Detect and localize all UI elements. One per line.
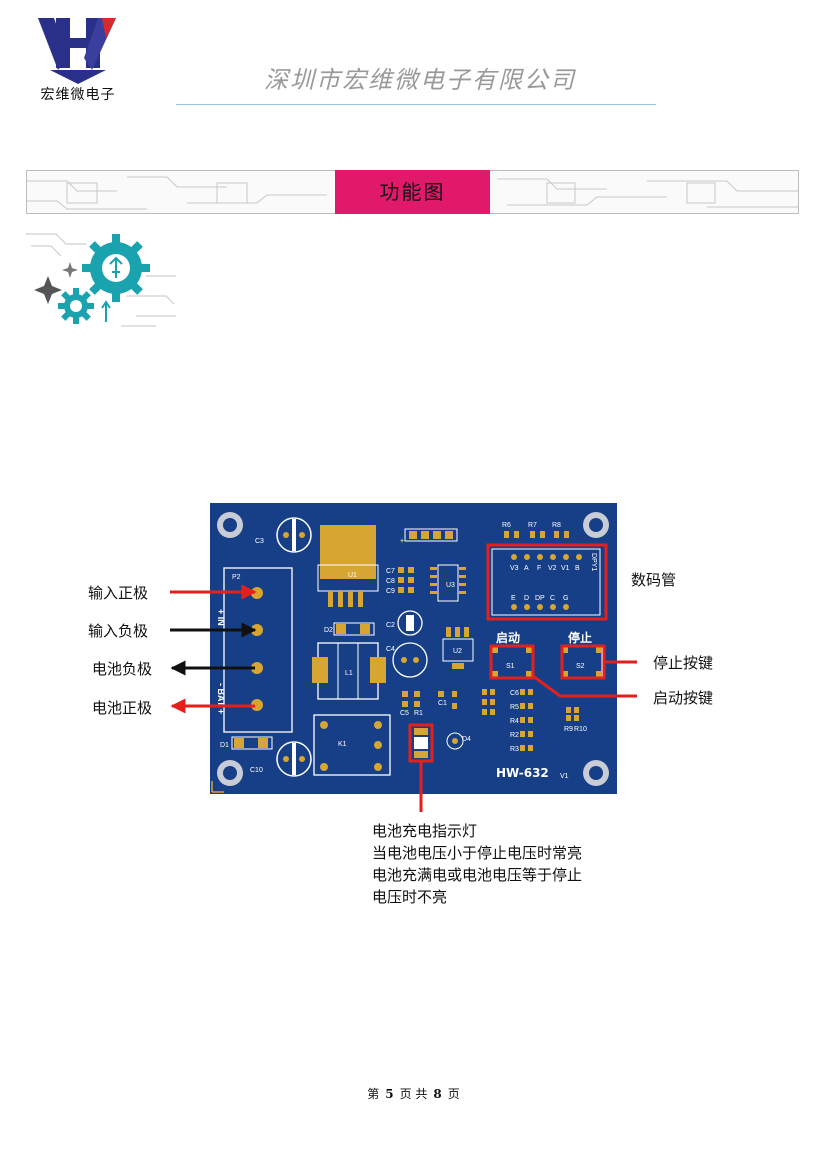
header-divider	[176, 104, 656, 105]
svg-text:R4: R4	[510, 718, 519, 725]
mounting-holes	[217, 512, 609, 786]
svg-text:U3: U3	[446, 582, 455, 589]
svg-text:C2: C2	[386, 622, 395, 629]
company-logo	[38, 18, 116, 84]
svg-text:V2: V2	[548, 565, 557, 572]
svg-text:B: B	[575, 565, 580, 572]
svg-text:R1: R1	[414, 710, 423, 717]
page-current: 5	[385, 1087, 394, 1101]
circuit-pattern	[27, 176, 798, 210]
svg-text:C10: C10	[250, 767, 263, 774]
description-line: 当电池电压小于停止电压时常亮	[372, 844, 583, 862]
svg-text:U2: U2	[453, 648, 462, 655]
section-title: 功能图	[335, 170, 490, 214]
label-input-positive: 输入正极	[88, 584, 149, 602]
svg-text:启动: 启动	[496, 630, 520, 645]
start-button-highlight	[489, 644, 535, 680]
svg-text:R6: R6	[502, 522, 511, 529]
svg-text:R3: R3	[510, 746, 519, 753]
page-mid: 页 共	[399, 1087, 428, 1101]
svg-text:+ IN -: + IN -	[216, 609, 226, 631]
svg-text:C5: C5	[400, 710, 409, 717]
svg-text:D1: D1	[220, 742, 229, 749]
svg-text:S1: S1	[506, 663, 515, 670]
svg-text:R10: R10	[574, 726, 587, 733]
svg-text:P2: P2	[232, 574, 241, 581]
svg-text:DP: DP	[535, 595, 545, 602]
label-battery-positive: 电池正极	[92, 699, 153, 717]
logo-text: 宏维微电子	[40, 87, 116, 103]
svg-text:C7: C7	[386, 568, 395, 575]
svg-text:C6: C6	[510, 690, 519, 697]
svg-text:S2: S2	[576, 663, 585, 670]
svg-text:V1: V1	[560, 773, 569, 780]
svg-text:D2: D2	[324, 627, 333, 634]
company-name: 深圳市宏维微电子有限公司	[264, 66, 576, 94]
svg-text:HW-632: HW-632	[496, 766, 549, 780]
svg-text:F: F	[537, 565, 541, 572]
description-line: 电池充满电或电池电压等于停止	[372, 866, 583, 884]
charge-indicator-description: 电池充电指示灯 当电池电压小于停止电压时常亮 电池充满电或电池电压等于停止 电压…	[372, 820, 582, 908]
svg-text:停止: 停止	[568, 630, 592, 645]
description-line: 电池充电指示灯	[372, 822, 478, 840]
svg-text:- BAT +: - BAT +	[216, 683, 226, 714]
svg-text:C: C	[550, 595, 555, 602]
label-battery-negative: 电池负极	[92, 660, 153, 678]
page-prefix: 第	[367, 1087, 380, 1101]
svg-text:R2: R2	[510, 732, 519, 739]
svg-text:C3: C3	[255, 538, 264, 545]
svg-text:R5: R5	[510, 704, 519, 711]
svg-text:K1: K1	[338, 741, 347, 748]
svg-text:C1: C1	[438, 700, 447, 707]
svg-text:R9: R9	[564, 726, 573, 733]
svg-text:+: +	[400, 538, 404, 545]
svg-text:R8: R8	[552, 522, 561, 529]
display-highlight	[486, 543, 608, 621]
label-input-negative: 输入负极	[88, 622, 149, 640]
page-total: 8	[433, 1087, 442, 1101]
label-stop-button: 停止按键	[653, 654, 714, 672]
label-display: 数码管	[631, 571, 677, 589]
svg-text:C4: C4	[386, 646, 395, 653]
svg-text:V1: V1	[561, 565, 570, 572]
svg-text:DPY1: DPY1	[590, 553, 597, 571]
svg-text:U1: U1	[348, 572, 357, 579]
svg-text:C9: C9	[386, 588, 395, 595]
start-button-leader	[532, 674, 637, 698]
label-start-button: 启动按键	[653, 689, 714, 707]
svg-text:V3: V3	[510, 565, 519, 572]
svg-text:R7: R7	[528, 522, 537, 529]
page-suffix: 页	[447, 1087, 460, 1101]
svg-text:D: D	[524, 595, 529, 602]
description-line: 电压时不亮	[372, 888, 448, 906]
svg-text:G: G	[563, 595, 568, 602]
gear-decoration-icon	[26, 233, 176, 327]
svg-text:D4: D4	[462, 736, 471, 743]
svg-text:L1: L1	[345, 670, 353, 677]
svg-text:C8: C8	[386, 578, 395, 585]
svg-text:E: E	[511, 595, 516, 602]
svg-text:A: A	[524, 565, 529, 572]
